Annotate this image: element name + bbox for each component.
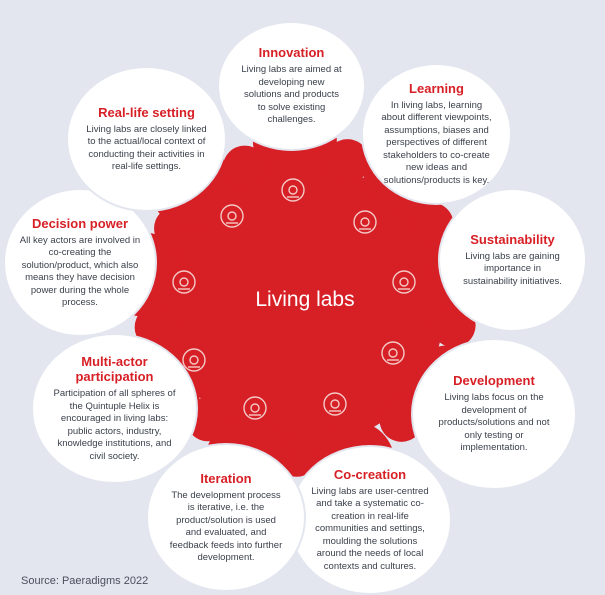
center-title: Living labs	[255, 288, 355, 311]
item-description: Living labs are closely linked to the ac…	[86, 123, 207, 173]
item-title: Iteration	[200, 470, 252, 486]
item-title: Decision power	[31, 215, 129, 231]
dial-icon	[281, 178, 305, 202]
gear-icon	[381, 341, 405, 365]
item-description: The development process is iterative, i.…	[169, 489, 283, 564]
item-title: Co-creation	[333, 466, 407, 482]
blob-arm	[325, 139, 370, 184]
crowd-icon	[182, 348, 206, 372]
item-description: Living labs are gaining importance in su…	[463, 250, 562, 287]
source-note: Source: Paeradigms 2022	[21, 575, 149, 587]
handshake-icon	[172, 270, 196, 294]
item-title: Real-life setting	[98, 104, 195, 120]
item-title: Innovation	[258, 45, 325, 61]
blob-arm	[222, 145, 267, 190]
blob-core	[165, 165, 445, 445]
item-description: All key actors are involved in co-creati…	[19, 234, 141, 309]
item-title: Sustainability	[470, 231, 555, 247]
item-title: Multi-actor participation	[75, 354, 154, 384]
blob-arm	[431, 303, 476, 348]
item-title: Learning	[409, 80, 464, 96]
people-group-icon	[323, 392, 347, 416]
item-description: Living labs are aimed at developing new …	[241, 64, 342, 126]
item-title: Development	[453, 373, 535, 389]
head-gears-icon	[353, 210, 377, 234]
item-bubble-learning: Learning In living labs, learning about d…	[363, 65, 510, 203]
item-description: Living labs focus on the development of …	[438, 392, 550, 454]
blob-arm	[185, 397, 230, 442]
item-description: Living labs are user-centred and take a …	[311, 485, 429, 572]
hand-leaf-icon	[392, 270, 416, 294]
cycle-gears-icon	[243, 396, 267, 420]
map-pin-icon	[220, 204, 244, 228]
blob-arm	[379, 397, 424, 442]
item-description: In living labs, learning about different…	[381, 99, 492, 186]
item-description: Participation of all spheres of the Quin…	[53, 388, 176, 462]
